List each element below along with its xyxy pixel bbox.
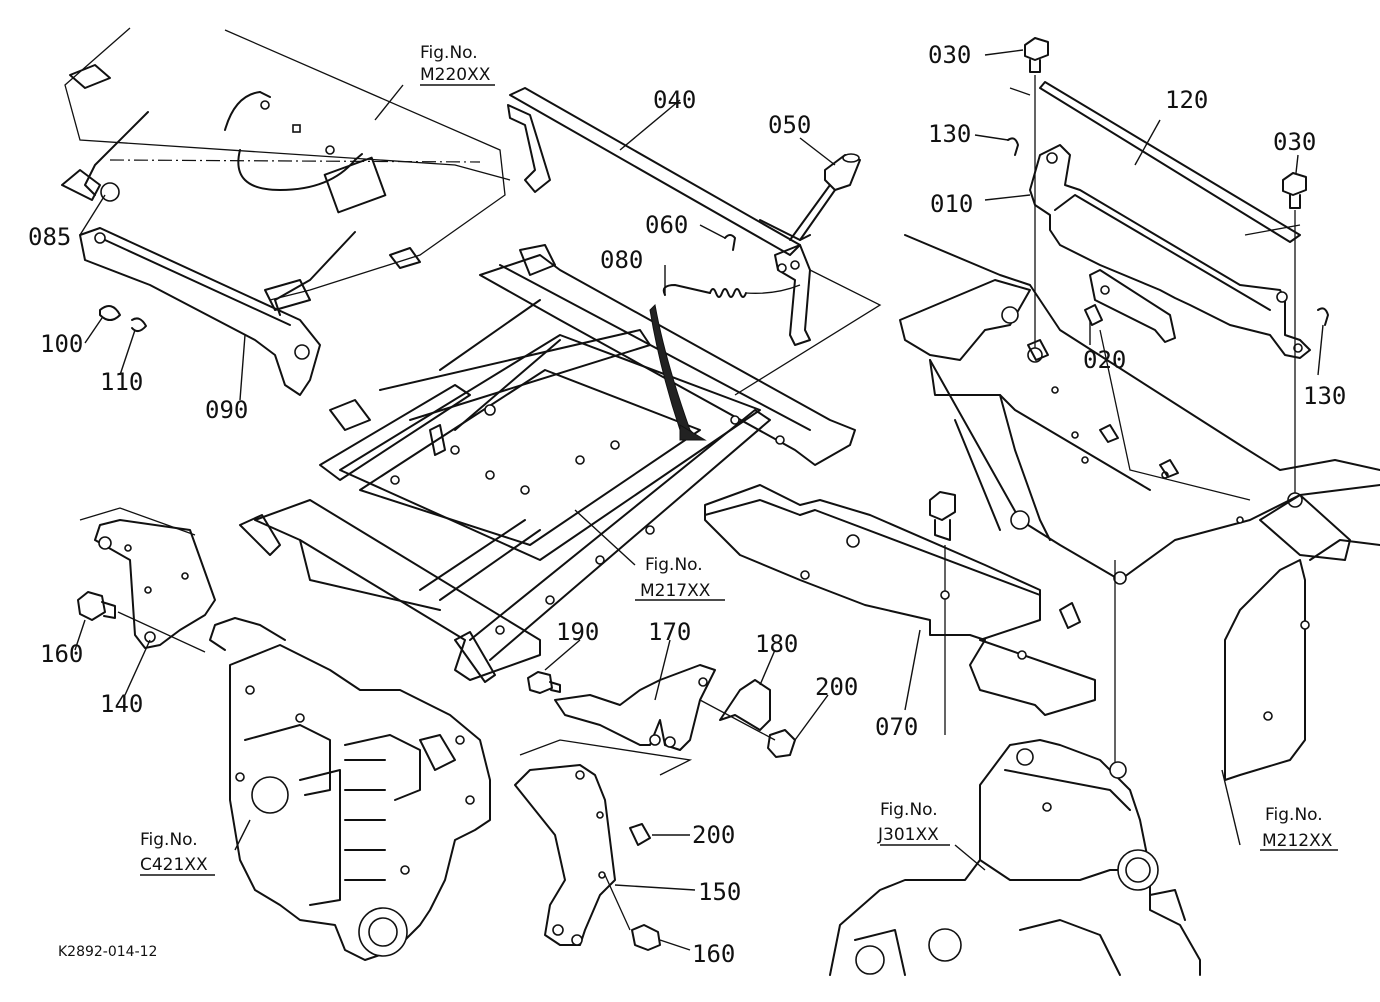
callout-030: 030 [1273,128,1316,156]
drawing-code: K2892-014-12 [58,944,157,960]
callout-010: 010 [930,190,973,218]
callout-030: 030 [928,41,971,69]
fig-ref-label: Fig.No. [1265,805,1323,825]
housing-j301-drawing [829,739,1201,976]
fig-ref-label: Fig.No. [645,555,703,575]
case-c421-drawing [209,617,491,961]
bracket-010-drawing [1009,81,1311,359]
spring-080-drawing [662,234,801,298]
bracket-140-drawing [77,507,216,653]
seat-frame-drawing [239,244,856,683]
callout-160: 160 [692,940,735,968]
fig-ref-label: Fig.No. [420,43,478,63]
fig-ref-code: C421XX [140,855,208,875]
bracket-090-drawing [79,182,321,396]
callout-085: 085 [28,223,71,251]
callout-110: 110 [100,368,143,396]
callout-150: 150 [698,878,741,906]
fig-ref-code: J301XX [877,825,939,845]
part-callouts: 030 030 120 130 010 020 130 040 050 060 … [28,41,1346,968]
lever-040-drawing [507,87,882,396]
callout-080: 080 [600,246,643,274]
callout-100: 100 [40,330,83,358]
callout-020: 020 [1083,346,1126,374]
frame-m212-drawing [899,234,1380,781]
callout-070: 070 [875,713,918,741]
callout-120: 120 [1165,86,1208,114]
callout-170: 170 [648,618,691,646]
fig-ref-code: M212XX [1262,831,1333,851]
callout-200: 200 [692,821,735,849]
callout-200: 200 [815,673,858,701]
fig-ref-label: Fig.No. [140,830,198,850]
bracket-150-drawing [514,739,693,951]
callout-140: 140 [100,690,143,718]
callout-160: 160 [40,640,83,668]
fig-ref-label: Fig.No. [880,800,938,820]
bracket-170-180-drawing [527,664,796,758]
callout-190: 190 [556,618,599,646]
figure-references: Fig.No. M220XX Fig.No. M217XX Fig.No. J3… [140,43,1333,875]
callout-130: 130 [1303,382,1346,410]
callout-050: 050 [768,111,811,139]
callout-060: 060 [645,211,688,239]
fig-ref-code: M220XX [420,65,491,85]
callout-040: 040 [653,86,696,114]
plate-070-drawing [704,484,1116,770]
callout-130: 130 [928,120,971,148]
leader-lines [74,49,1338,951]
callout-090: 090 [205,396,248,424]
callout-180: 180 [755,630,798,658]
fig-ref-code: M217XX [640,581,711,601]
seat-plate-drawing [61,27,511,316]
